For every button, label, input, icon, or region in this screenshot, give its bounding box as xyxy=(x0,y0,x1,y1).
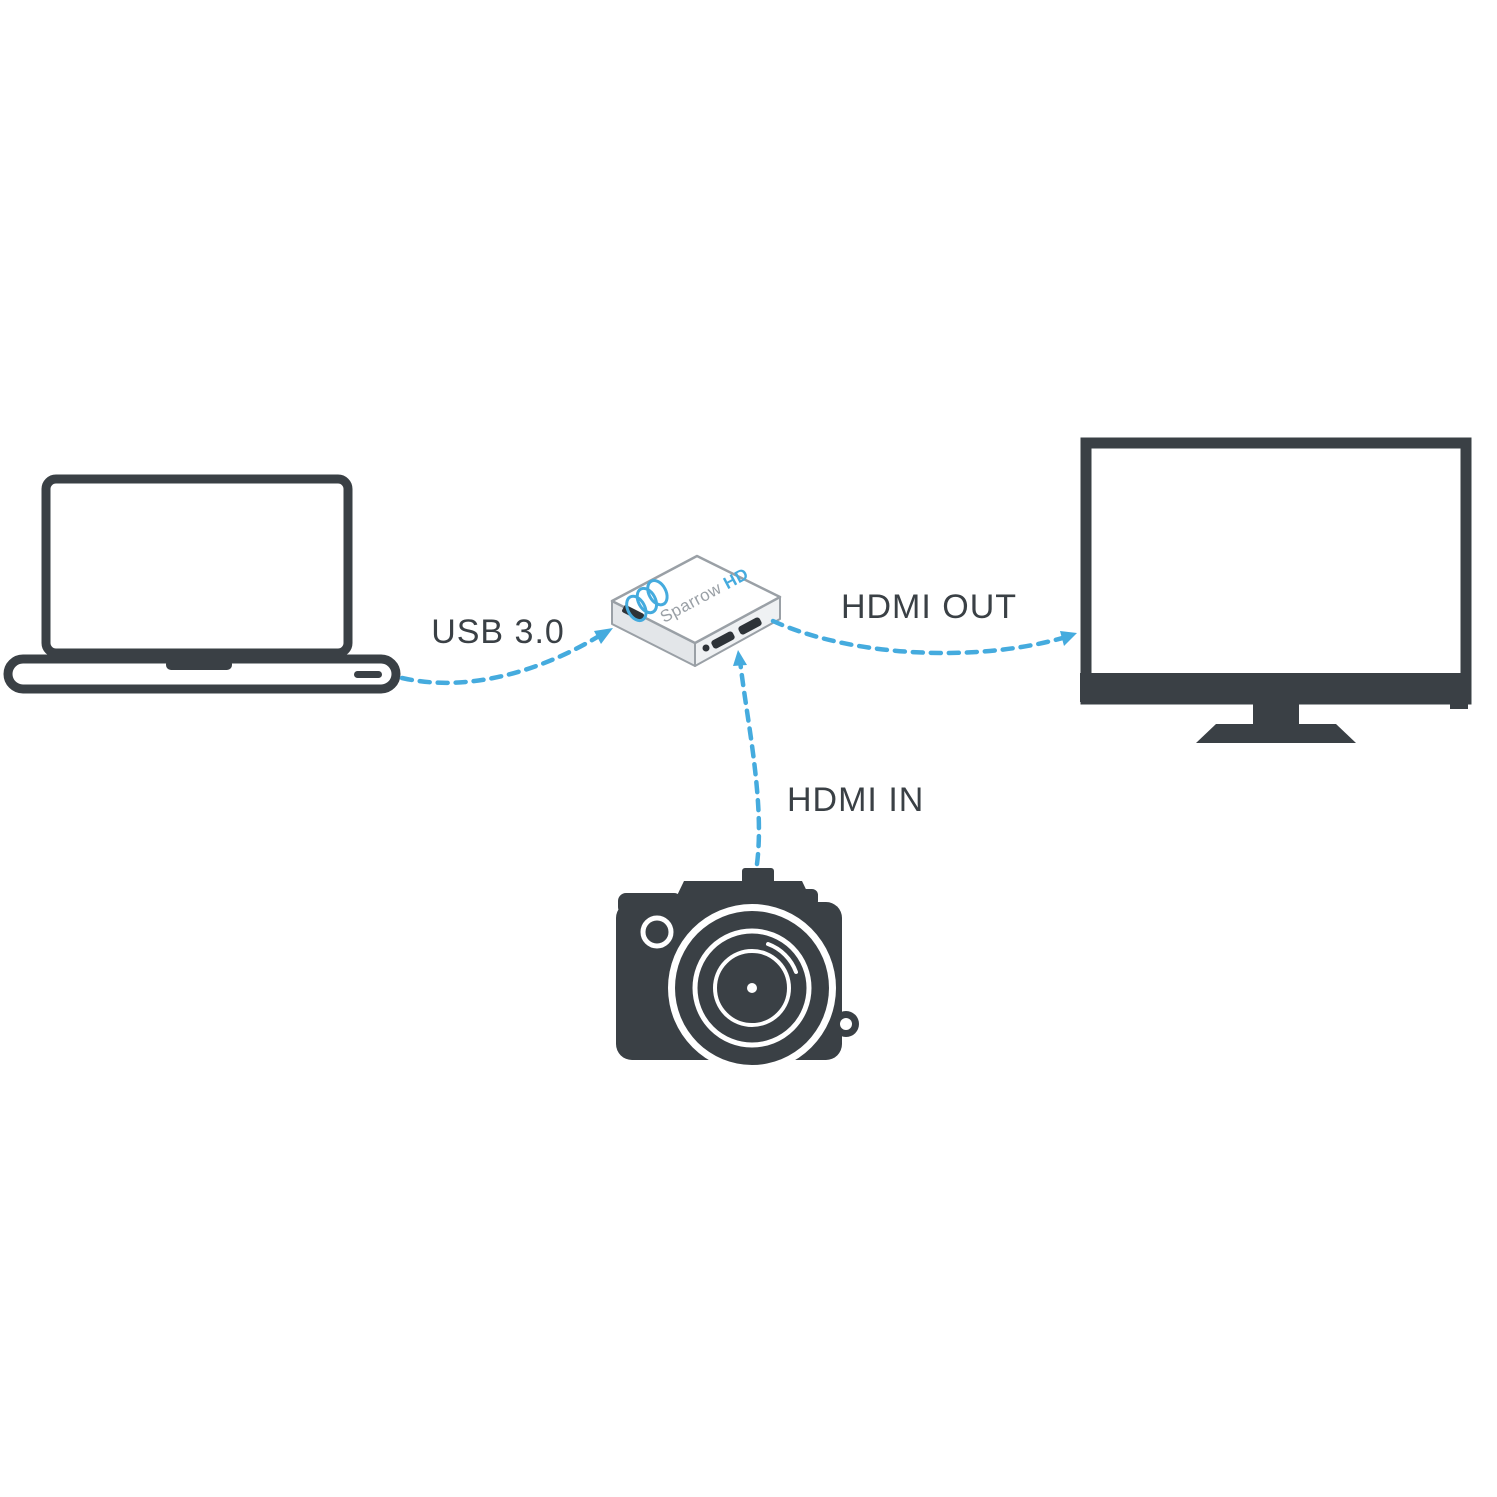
tv-bezel xyxy=(1080,673,1471,702)
camera-lens-highlight xyxy=(766,942,798,974)
usb-arrow-line xyxy=(399,630,607,686)
tv-icon xyxy=(1080,437,1472,743)
camera-dial xyxy=(640,915,674,949)
usb-label: USB 3.0 xyxy=(431,613,565,651)
hdmi-in-connection-arrow xyxy=(733,650,762,867)
tv-frame xyxy=(1080,437,1472,705)
camera-lens-ring-outer xyxy=(692,928,812,1048)
hdmi-out-port xyxy=(738,617,762,635)
usb-connection-arrow xyxy=(399,628,613,686)
usb-arrowhead-icon xyxy=(594,628,613,644)
laptop-vent xyxy=(354,671,382,678)
camera-icon xyxy=(616,868,859,1072)
camera-prism xyxy=(672,881,814,906)
laptop-icon xyxy=(3,474,401,694)
hdmi-out-arrowhead-icon xyxy=(1060,631,1077,646)
hdmi-in-arrow-line xyxy=(737,657,762,867)
hdmi-out-arrow-line xyxy=(770,618,1069,656)
capture-card-icon: Sparrow HD xyxy=(610,554,782,667)
tv-power-button xyxy=(1450,702,1468,709)
laptop-screen xyxy=(41,474,353,658)
capture-card-top-face xyxy=(610,554,782,645)
hdmi-in-port xyxy=(711,631,735,649)
hdmi-in-label: HDMI IN xyxy=(787,781,924,819)
laptop-trackpad-notch xyxy=(166,659,232,670)
hdmi-out-connection-arrow xyxy=(770,618,1077,656)
camera-hot-shoe xyxy=(742,868,774,884)
camera-lens-center-dot xyxy=(747,983,757,993)
hdmi-out-label: HDMI OUT xyxy=(841,588,1017,626)
hdmi-in-arrowhead-icon xyxy=(733,650,747,666)
tv-stand-neck xyxy=(1253,701,1299,724)
camera-strap-lug-hole xyxy=(840,1018,852,1030)
camera-lens-ring-inner xyxy=(713,949,791,1027)
cable-coil-logo-icon xyxy=(625,579,669,623)
tv-stand-base xyxy=(1196,724,1356,743)
audio-jack-port xyxy=(702,644,710,652)
